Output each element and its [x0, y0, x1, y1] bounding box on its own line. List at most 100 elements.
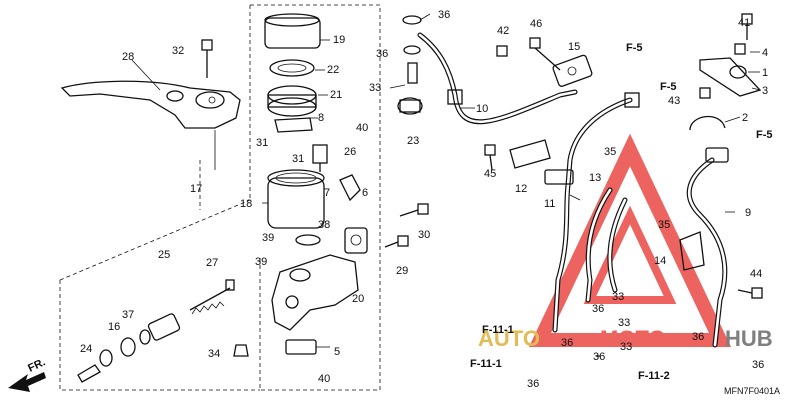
- callout: 27: [206, 257, 218, 269]
- brake-lever: [60, 80, 241, 170]
- bolt-42: [496, 45, 508, 57]
- callout: 19: [333, 34, 345, 46]
- reservoir-cap: [264, 13, 321, 49]
- front-arrow-icon: [8, 372, 46, 392]
- ref-label: F-11-2: [638, 370, 670, 382]
- watermark-left-text: AUTO: [478, 326, 540, 351]
- ref-label: F-5: [626, 42, 643, 54]
- callout: 31: [256, 137, 268, 149]
- diaphragm-plate: [269, 59, 315, 77]
- grommet-1: [729, 65, 747, 79]
- callout: 43: [668, 95, 680, 107]
- callout: 36: [752, 359, 764, 371]
- front-label: FR.: [26, 356, 47, 374]
- callout: 2: [742, 112, 748, 124]
- callout: 6: [362, 187, 368, 199]
- screw-34: [233, 344, 249, 357]
- joint-15: [552, 54, 593, 87]
- callout: 36: [692, 331, 704, 343]
- callout: 33: [620, 341, 632, 353]
- callouts: 1 2 3 4 5 6 7 8 9 10 11 12 13 14 15 16 1…: [80, 9, 768, 390]
- diaphragm: [267, 85, 317, 117]
- ref-label: F-5: [756, 129, 773, 141]
- callout: 38: [318, 219, 330, 231]
- callout: 45: [484, 168, 496, 180]
- hose-clip-6: [339, 174, 361, 202]
- brake-switch: [285, 339, 330, 355]
- bolt-41: [741, 13, 753, 40]
- bolt-45: [484, 144, 496, 171]
- callout: 12: [515, 183, 527, 195]
- callout: 10: [476, 103, 488, 115]
- callout: 36: [527, 378, 539, 390]
- callout: 39: [262, 232, 274, 244]
- oring-38: [295, 234, 321, 246]
- bolt-29: [384, 235, 409, 248]
- front-indicator: FR.: [8, 356, 47, 392]
- clamp-2: [689, 115, 726, 131]
- callout: 11: [544, 198, 555, 210]
- callout: 24: [80, 343, 92, 355]
- callout: 1: [762, 67, 768, 79]
- ref-label: F-11-1: [482, 324, 514, 336]
- callout: 22: [327, 64, 339, 76]
- callout: 4: [762, 47, 768, 59]
- bolt-30: [399, 203, 429, 217]
- bracket-26: [312, 144, 328, 172]
- callout: 13: [589, 172, 601, 184]
- callout: 36: [561, 337, 573, 349]
- callout: 34: [208, 348, 220, 360]
- callout: 16: [108, 321, 120, 333]
- callout: 36: [438, 9, 450, 21]
- callout: 33: [369, 82, 381, 94]
- callout: 3: [762, 85, 768, 97]
- banjo-23: [397, 97, 423, 115]
- callout: 40: [318, 373, 330, 385]
- reference-labels: F-5 F-5 F-5 F-11-1 F-11-1 F-11-2: [470, 42, 773, 382]
- callout: 46: [530, 18, 542, 30]
- callout: 31: [292, 153, 304, 165]
- callout: 36: [593, 351, 605, 363]
- callout: 33: [612, 291, 624, 303]
- float: [274, 117, 313, 133]
- callout: 18: [240, 198, 252, 210]
- callout: 40: [356, 122, 368, 134]
- callout: 29: [396, 265, 408, 277]
- callout: 41: [738, 17, 750, 29]
- washer-36-mid: [403, 45, 421, 55]
- callout: 39: [255, 256, 267, 268]
- callout: 35: [604, 146, 616, 158]
- callout: 26: [344, 146, 356, 158]
- leader-lines: [131, 13, 761, 213]
- callout: 17: [190, 183, 202, 195]
- callout: 7: [324, 187, 330, 199]
- piston-assembly: [77, 279, 235, 383]
- callout: 36: [592, 303, 604, 315]
- pivot-bolt: [201, 39, 213, 78]
- watermark-triangle: [528, 133, 732, 347]
- callout: 8: [318, 112, 324, 124]
- group-outlines: [59, 4, 381, 391]
- reservoir-tank: [267, 169, 325, 229]
- clamp-12: [509, 139, 551, 169]
- callout: 32: [172, 45, 184, 57]
- callout: 9: [745, 207, 751, 219]
- brake-pipe-11: [544, 92, 640, 333]
- callout: 20: [352, 293, 364, 305]
- master-cylinder: [271, 227, 368, 331]
- joint-14: [679, 231, 705, 271]
- callout: 33: [618, 317, 630, 329]
- callout: 35: [658, 219, 670, 231]
- callout: 42: [497, 25, 509, 37]
- callout: 21: [330, 89, 342, 101]
- diagram-code: MFN7F0401A: [724, 386, 780, 396]
- bolt-33-top: [407, 62, 418, 84]
- callout: 44: [750, 268, 762, 280]
- brake-hose-9: [686, 147, 729, 348]
- callout: 36: [376, 48, 388, 60]
- ref-label: F-11-1: [470, 358, 502, 370]
- bolt-43: [699, 87, 711, 99]
- brake-hose-13: [585, 187, 628, 303]
- collar-4: [734, 43, 746, 55]
- brake-hose-10: [417, 32, 578, 125]
